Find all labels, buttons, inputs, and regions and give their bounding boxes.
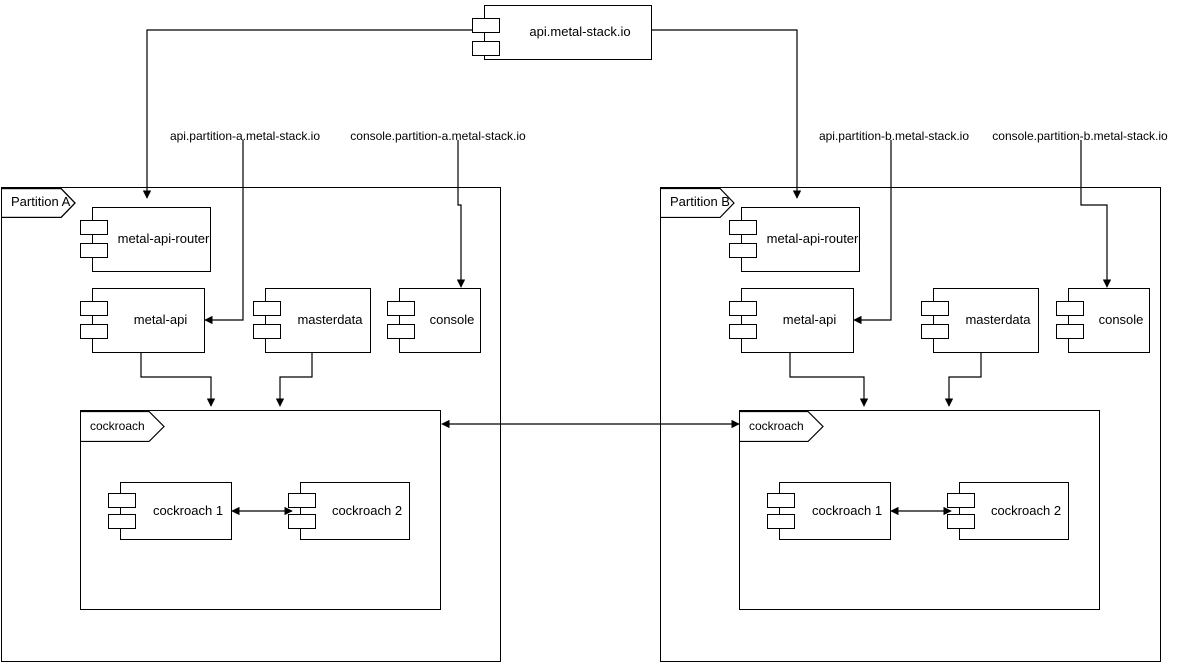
component-label: masterdata [297,312,363,328]
component-label: metal-api-router [117,231,210,247]
component-port-upper-icon [80,220,108,235]
component-port-upper-icon [1056,301,1084,316]
component-b-masterdata[interactable]: masterdata [921,288,1039,353]
edge-label-api-partition-a: api.partition-a.metal-stack.io [169,129,321,143]
component-label: cockroach 2 [990,502,1062,518]
component-port-upper-icon [472,18,500,33]
component-port-upper-icon [387,301,415,316]
group-b-cockroach: cockroach [739,410,1100,610]
component-port-lower-icon [80,324,108,339]
component-a-cockroach-1[interactable]: cockroach 1 [108,482,232,540]
component-port-lower-icon [472,41,500,56]
component-port-lower-icon [767,514,795,529]
component-port-upper-icon [729,301,757,316]
component-b-metal-api[interactable]: metal-api [729,288,854,353]
group-tab-a-cockroach: cockroach [81,411,165,442]
component-label: cockroach 1 [811,502,883,518]
component-port-lower-icon [1056,324,1084,339]
group-label: Partition B [670,194,730,209]
component-b-cockroach-1[interactable]: cockroach 1 [767,482,891,540]
component-port-upper-icon [729,220,757,235]
component-b-cockroach-2[interactable]: cockroach 2 [947,482,1069,540]
component-port-upper-icon [288,493,316,508]
component-label: api.metal-stack.io [529,24,631,40]
group-label: cockroach [749,419,804,433]
component-a-metal-api-router[interactable]: metal-api-router [80,207,211,272]
edge-label-console-partition-b: console.partition-b.metal-stack.io [992,129,1168,143]
component-label: masterdata [965,312,1031,328]
component-a-masterdata[interactable]: masterdata [253,288,371,353]
component-port-upper-icon [253,301,281,316]
component-port-lower-icon [947,514,975,529]
edge-label-api-partition-b: api.partition-b.metal-stack.io [818,129,970,143]
group-tab-b-cockroach: cockroach [740,411,824,442]
group-tab-partition-b: Partition B [661,188,735,218]
edge-label-console-partition-a: console.partition-a.metal-stack.io [350,129,526,143]
component-api-metal-stack-io[interactable]: api.metal-stack.io [472,5,652,60]
group-tab-partition-a: Partition A [2,188,76,218]
component-label: cockroach 2 [331,502,403,518]
group-label: Partition A [11,194,71,209]
component-a-cockroach-2[interactable]: cockroach 2 [288,482,410,540]
component-port-upper-icon [767,493,795,508]
component-port-lower-icon [108,514,136,529]
component-b-metal-api-router[interactable]: metal-api-router [729,207,860,272]
group-label: cockroach [90,419,145,433]
component-port-lower-icon [387,324,415,339]
component-label: metal-api [133,312,188,328]
component-label: cockroach 1 [152,502,224,518]
component-port-upper-icon [108,493,136,508]
component-label: metal-api [782,312,837,328]
component-label: metal-api-router [766,231,859,247]
component-port-upper-icon [80,301,108,316]
component-port-lower-icon [729,324,757,339]
component-port-lower-icon [80,243,108,258]
component-a-metal-api[interactable]: metal-api [80,288,205,353]
component-port-upper-icon [947,493,975,508]
component-port-lower-icon [921,324,949,339]
component-port-upper-icon [921,301,949,316]
component-a-console[interactable]: console [387,288,481,353]
component-b-console[interactable]: console [1056,288,1150,353]
component-label: console [429,312,475,328]
component-label: console [1098,312,1144,328]
component-port-lower-icon [253,324,281,339]
component-port-lower-icon [288,514,316,529]
group-a-cockroach: cockroach [80,410,441,610]
component-port-lower-icon [729,243,757,258]
